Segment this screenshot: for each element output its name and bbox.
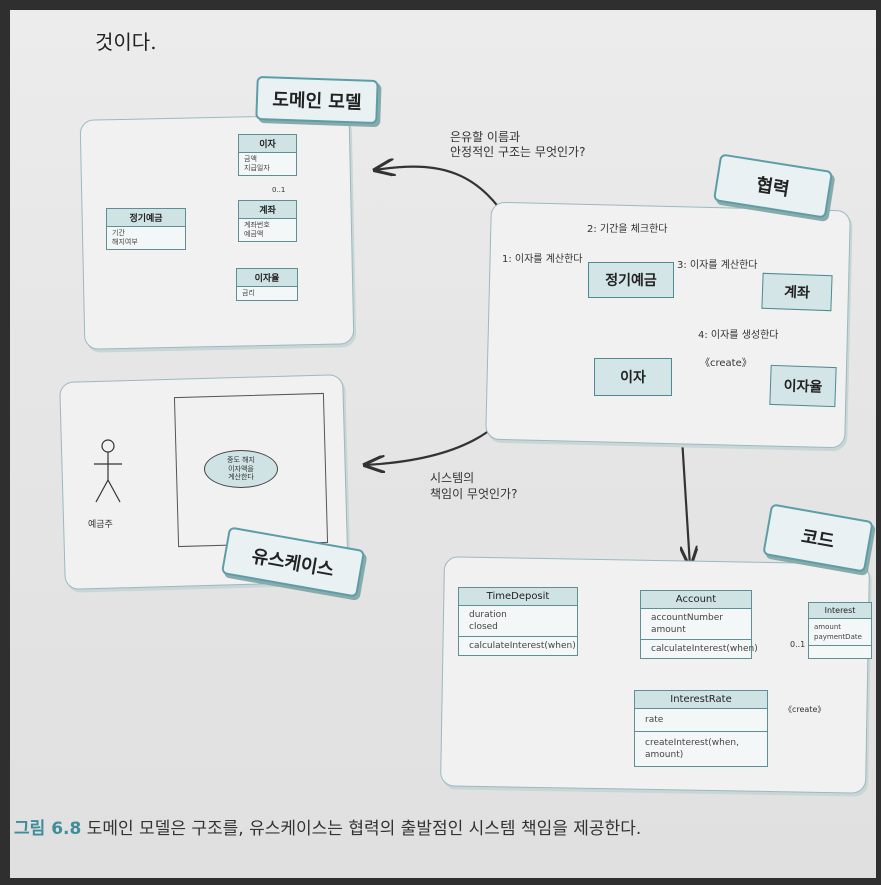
collab-interest-box: 이자: [594, 358, 672, 396]
question-top: 은유할 이름과 안정적인 구조는 무엇인가?: [450, 130, 585, 160]
code-create-label: 《create》: [784, 705, 826, 714]
arrow-to-code: [682, 437, 690, 566]
caption-number: 그림 6.8: [14, 819, 82, 839]
usecase-text: 이자액을: [228, 464, 254, 473]
code-account-op: calculateInterest(when): [641, 639, 758, 658]
code-class-interest: Interest amount paymentDate: [808, 602, 872, 659]
collab-rate-box: 이자율: [769, 364, 837, 408]
collab-msg4: 4: 이자를 생성한다: [698, 330, 779, 341]
collab-create: 《create》: [700, 358, 752, 369]
code-timedeposit-attr: duration: [469, 610, 507, 620]
code-interest-name: Interest: [809, 603, 871, 619]
collab-account-box: 계좌: [761, 272, 833, 312]
question-bottom-line: 시스템의: [430, 471, 475, 485]
code-interestrate-op: createInterest(when, amount): [635, 731, 767, 766]
code-timedeposit-name: TimeDeposit: [459, 588, 577, 606]
code-interestrate-name: InterestRate: [635, 691, 767, 709]
dm-class-interest: 이자 금액 지급일자: [238, 134, 297, 176]
code-timedeposit-op: calculateInterest(when): [459, 636, 577, 655]
collab-msg3: 3: 이자를 계산한다: [677, 260, 758, 271]
code-multiplicity: 0..1: [790, 640, 806, 649]
code-account-attrs: accountNumber amount: [641, 609, 751, 639]
question-top-line: 은유할 이름과: [450, 130, 521, 144]
code-interest-attr: paymentDate: [814, 633, 862, 641]
domain-model-tag: 도메인 모델: [255, 75, 379, 125]
actor-label: 예금주: [88, 520, 113, 530]
dm-interest-attr: 금액: [244, 155, 257, 163]
code-account-name: Account: [641, 591, 751, 609]
dm-class-deposit: 정기예금 기간 해지여부: [106, 208, 186, 250]
usecase-ellipse: 중도 해지 이자액을 계산한다: [204, 450, 278, 488]
question-bottom-line: 책임이 무엇인가?: [430, 487, 518, 501]
dm-class-rate: 이자율 금리: [236, 268, 298, 301]
code-account-attr: accountNumber: [651, 613, 724, 623]
figure-caption: 그림 6.8 도메인 모델은 구조를, 유스케이스는 협력의 출발점인 시스템 …: [14, 814, 641, 839]
dm-class-interest-name: 이자: [239, 135, 296, 153]
dm-deposit-attr: 기간: [112, 229, 125, 237]
dm-account-attr: 계좌번호: [244, 221, 270, 229]
code-interest-attrs: amount paymentDate: [809, 619, 871, 645]
dm-class-account-attrs: 계좌번호 예금액: [239, 219, 296, 241]
question-bottom: 시스템의 책임이 무엇인가?: [430, 470, 517, 502]
dm-account-attr: 예금액: [244, 230, 264, 238]
code-interest-attr: amount: [814, 623, 842, 631]
code-interest-empty-ops: [809, 645, 871, 658]
dm-class-account: 계좌 계좌번호 예금액: [238, 200, 297, 242]
dm-class-rate-name: 이자율: [237, 269, 297, 287]
caption-text: 도메인 모델은 구조를, 유스케이스는 협력의 출발점인 시스템 책임을 제공한…: [81, 819, 642, 839]
code-interestrate-attr: rate: [645, 715, 664, 725]
code-timedeposit-attr: closed: [469, 622, 498, 632]
dm-class-deposit-name: 정기예금: [107, 209, 185, 227]
dm-class-interest-attrs: 금액 지급일자: [239, 153, 296, 175]
dm-class-account-name: 계좌: [239, 201, 296, 219]
usecase-text: 계산한다: [228, 473, 254, 481]
actor-icon: [94, 439, 122, 503]
collab-deposit-box: 정기예금: [588, 262, 674, 298]
code-class-interestrate: InterestRate rate createInterest(when, a…: [634, 690, 768, 767]
usecase-text: 중도 해지: [227, 456, 255, 464]
code-account-attr: amount: [651, 625, 686, 635]
code-class-timedeposit: TimeDeposit duration closed calculateInt…: [458, 587, 578, 656]
collaboration-panel: [485, 201, 851, 449]
dm-deposit-attr: 해지여부: [112, 238, 138, 246]
dm-class-deposit-attrs: 기간 해지여부: [107, 227, 185, 249]
dm-interest-attr: 지급일자: [244, 164, 270, 172]
code-timedeposit-attrs: duration closed: [459, 606, 577, 636]
collab-msg1: 1: 이자를 계산한다: [502, 254, 583, 265]
dm-rate-attr: 금리: [242, 289, 255, 297]
book-page: 것이다. 도메인 모델 이자 금액 지급일자 0..1 계좌 계좌번호 예금액 …: [10, 10, 876, 878]
collab-msg2: 2: 기간을 체크한다: [587, 224, 668, 235]
code-class-account: Account accountNumber amount calculateIn…: [640, 590, 758, 659]
question-top-line: 안정적인 구조는 무엇인가?: [450, 145, 586, 159]
top-text: 것이다.: [95, 30, 157, 54]
dm-multiplicity: 0..1: [272, 186, 286, 194]
